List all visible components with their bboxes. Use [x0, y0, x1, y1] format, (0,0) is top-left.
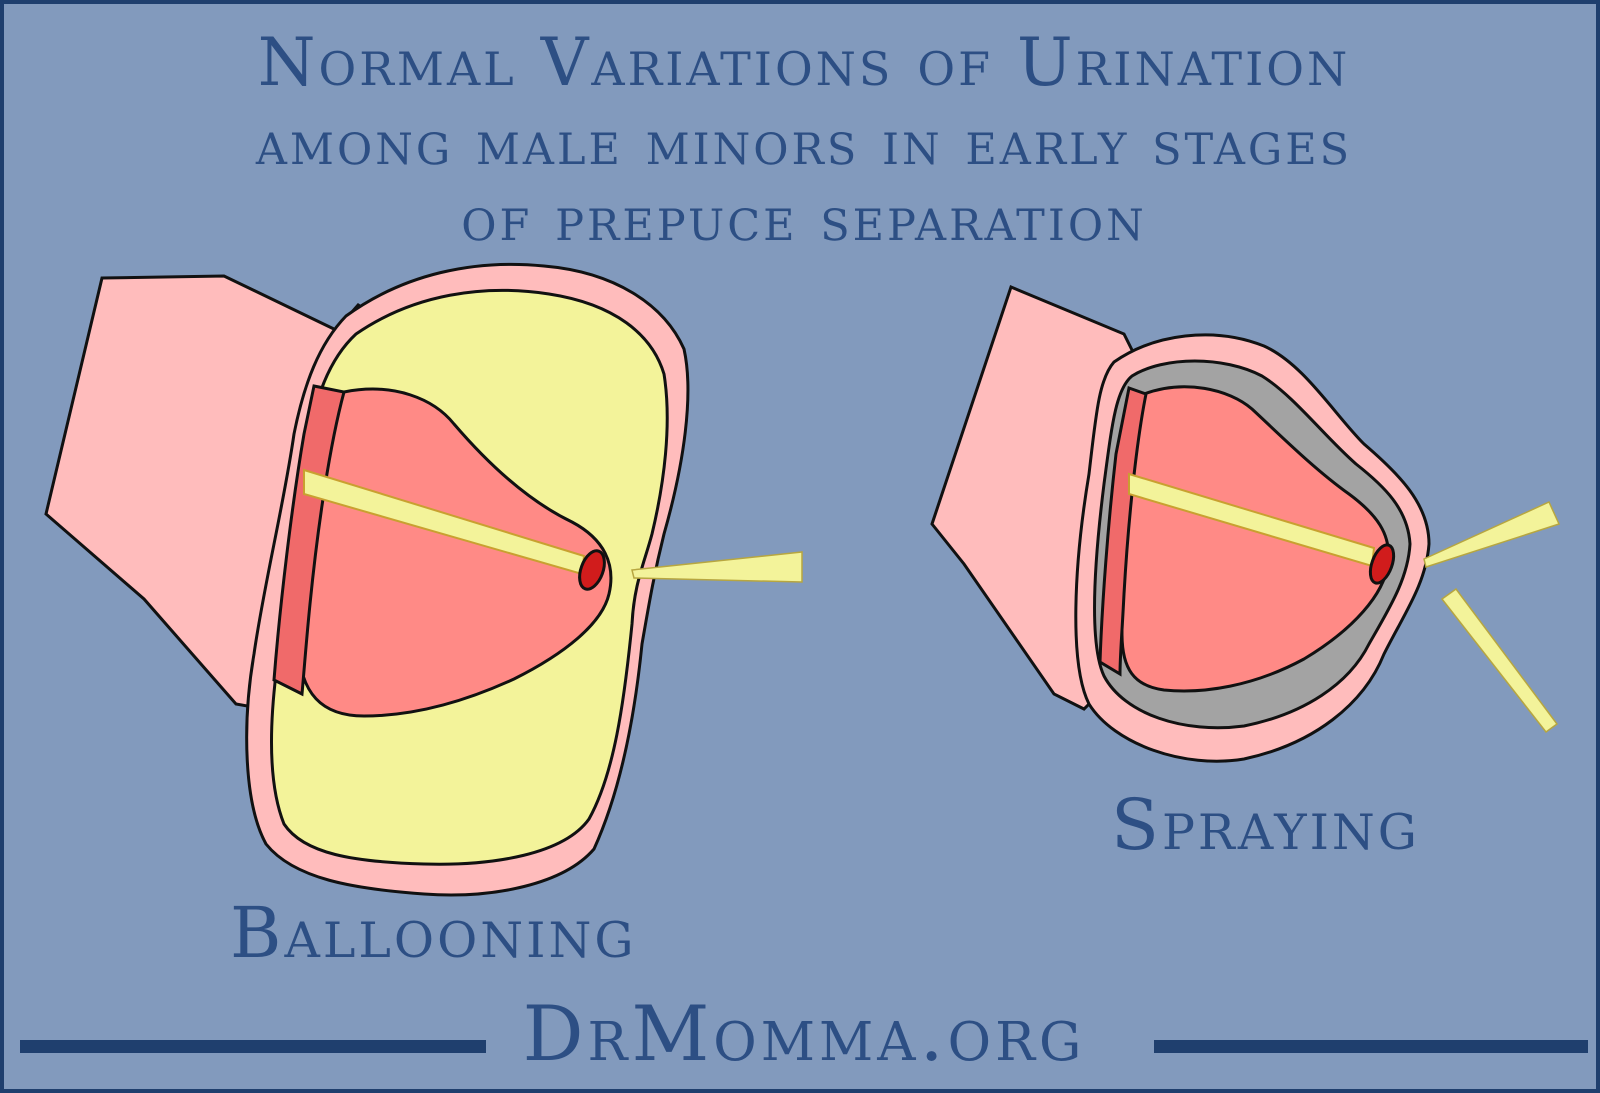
footer-rule-left: [20, 1040, 486, 1053]
title-line-2: among male minors in early stages: [255, 106, 1353, 179]
title-line-3: of prepuce separation: [461, 182, 1147, 255]
ballooning-corona: [272, 384, 346, 697]
spraying-corona: [1098, 386, 1148, 677]
footer-site-name: DrMomma.org: [522, 989, 1086, 1078]
spraying-stream-upper: [1423, 501, 1561, 568]
spraying-illustration: [930, 284, 1561, 763]
ballooning-stream: [631, 551, 803, 583]
footer-rule-right: [1154, 1040, 1588, 1053]
ballooning-meatus: [578, 549, 606, 591]
spraying-meatus: [1368, 543, 1396, 585]
ballooning-label: Ballooning: [230, 892, 637, 974]
title-line-1: Normal Variations of Urination: [257, 24, 1351, 101]
illustrations: [44, 262, 1561, 897]
ballooning-illustration: [44, 262, 803, 897]
diagram-canvas: Normal Variations of Urination among mal…: [4, 4, 1596, 1089]
spraying-stream-lower: [1440, 587, 1559, 734]
spraying-label: Spraying: [1111, 784, 1420, 866]
